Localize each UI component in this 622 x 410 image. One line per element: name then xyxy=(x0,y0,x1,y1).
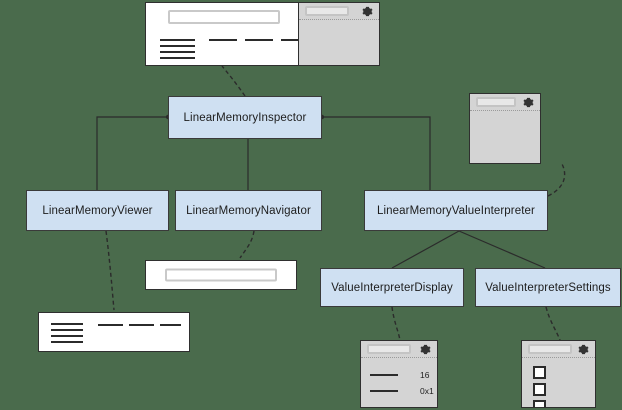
memory-address-line xyxy=(51,329,83,331)
settings-checkbox[interactable] xyxy=(533,366,546,379)
node-linear-memory-value-interpreter[interactable]: LinearMemoryValueInterpreter xyxy=(364,190,548,231)
preview-input-pill xyxy=(528,344,572,354)
memory-address-line xyxy=(160,45,195,47)
preview-input-pill xyxy=(305,6,349,16)
memory-address-line xyxy=(160,51,195,53)
preview-search-bar xyxy=(165,268,277,282)
node-value-interpreter-display[interactable]: ValueInterpreterDisplay xyxy=(320,268,464,307)
node-linear-memory-navigator[interactable]: LinearMemoryNavigator xyxy=(175,190,322,231)
edge-interpreter-display xyxy=(391,230,460,269)
node-linear-memory-inspector[interactable]: LinearMemoryInspector xyxy=(168,96,322,139)
memory-address-line xyxy=(160,39,195,41)
settings-preview-window xyxy=(521,340,596,408)
memory-byte-group xyxy=(160,324,181,326)
gear-icon xyxy=(420,344,431,355)
memory-address-line xyxy=(51,341,83,343)
navigator-preview-window xyxy=(145,260,297,290)
value-label-line xyxy=(370,390,398,392)
display-preview-window: 16 0x1 xyxy=(360,340,438,408)
node-linear-memory-viewer[interactable]: LinearMemoryViewer xyxy=(26,190,169,231)
preview-input-pill xyxy=(476,97,516,107)
edge-viewer-preview xyxy=(105,230,115,311)
preview-input-pill xyxy=(367,344,411,354)
memory-byte-group xyxy=(209,39,237,41)
memory-byte-group xyxy=(245,39,273,41)
viewer-preview-window xyxy=(38,312,190,352)
inspector-preview-window xyxy=(145,2,380,66)
edge-inspector-interpreter xyxy=(322,116,431,190)
interpreted-value-row: 0x1 xyxy=(370,386,434,396)
edge-interpreter-settings xyxy=(458,230,546,269)
node-label: LinearMemoryValueInterpreter xyxy=(377,204,535,217)
settings-checkbox[interactable] xyxy=(533,400,546,407)
memory-address-line xyxy=(160,57,195,59)
node-label: LinearMemoryNavigator xyxy=(186,204,311,217)
edge-inspector-preview xyxy=(221,65,246,97)
edge-navigator-preview xyxy=(239,230,255,259)
node-label: ValueInterpreterSettings xyxy=(485,281,611,294)
interpreted-value: 16 xyxy=(420,370,430,380)
node-label: LinearMemoryInspector xyxy=(183,111,307,124)
memory-byte-group xyxy=(129,324,154,326)
memory-byte-group xyxy=(281,39,303,41)
node-label: ValueInterpreterDisplay xyxy=(331,281,453,294)
edge-display-preview xyxy=(391,306,401,341)
preview-search-bar xyxy=(168,10,280,24)
node-label: LinearMemoryViewer xyxy=(42,204,153,217)
gear-icon xyxy=(362,6,373,17)
node-value-interpreter-settings[interactable]: ValueInterpreterSettings xyxy=(475,268,621,307)
edge-settings-preview xyxy=(545,306,561,341)
memory-address-line xyxy=(51,323,83,325)
memory-address-line xyxy=(51,335,83,337)
edge-interpreter-preview xyxy=(547,163,566,197)
edge-inspector-viewer xyxy=(96,116,168,190)
interpreted-value: 0x1 xyxy=(420,386,434,396)
memory-dump-rows xyxy=(160,39,195,63)
value-label-line xyxy=(370,374,398,376)
memory-byte-group xyxy=(98,324,123,326)
interpreted-value-row: 16 xyxy=(370,370,429,380)
settings-checkbox[interactable] xyxy=(533,383,546,396)
interpreter-preview-window xyxy=(469,93,541,164)
gear-icon xyxy=(523,97,534,108)
memory-dump-rows xyxy=(51,323,83,347)
gear-icon xyxy=(578,344,589,355)
